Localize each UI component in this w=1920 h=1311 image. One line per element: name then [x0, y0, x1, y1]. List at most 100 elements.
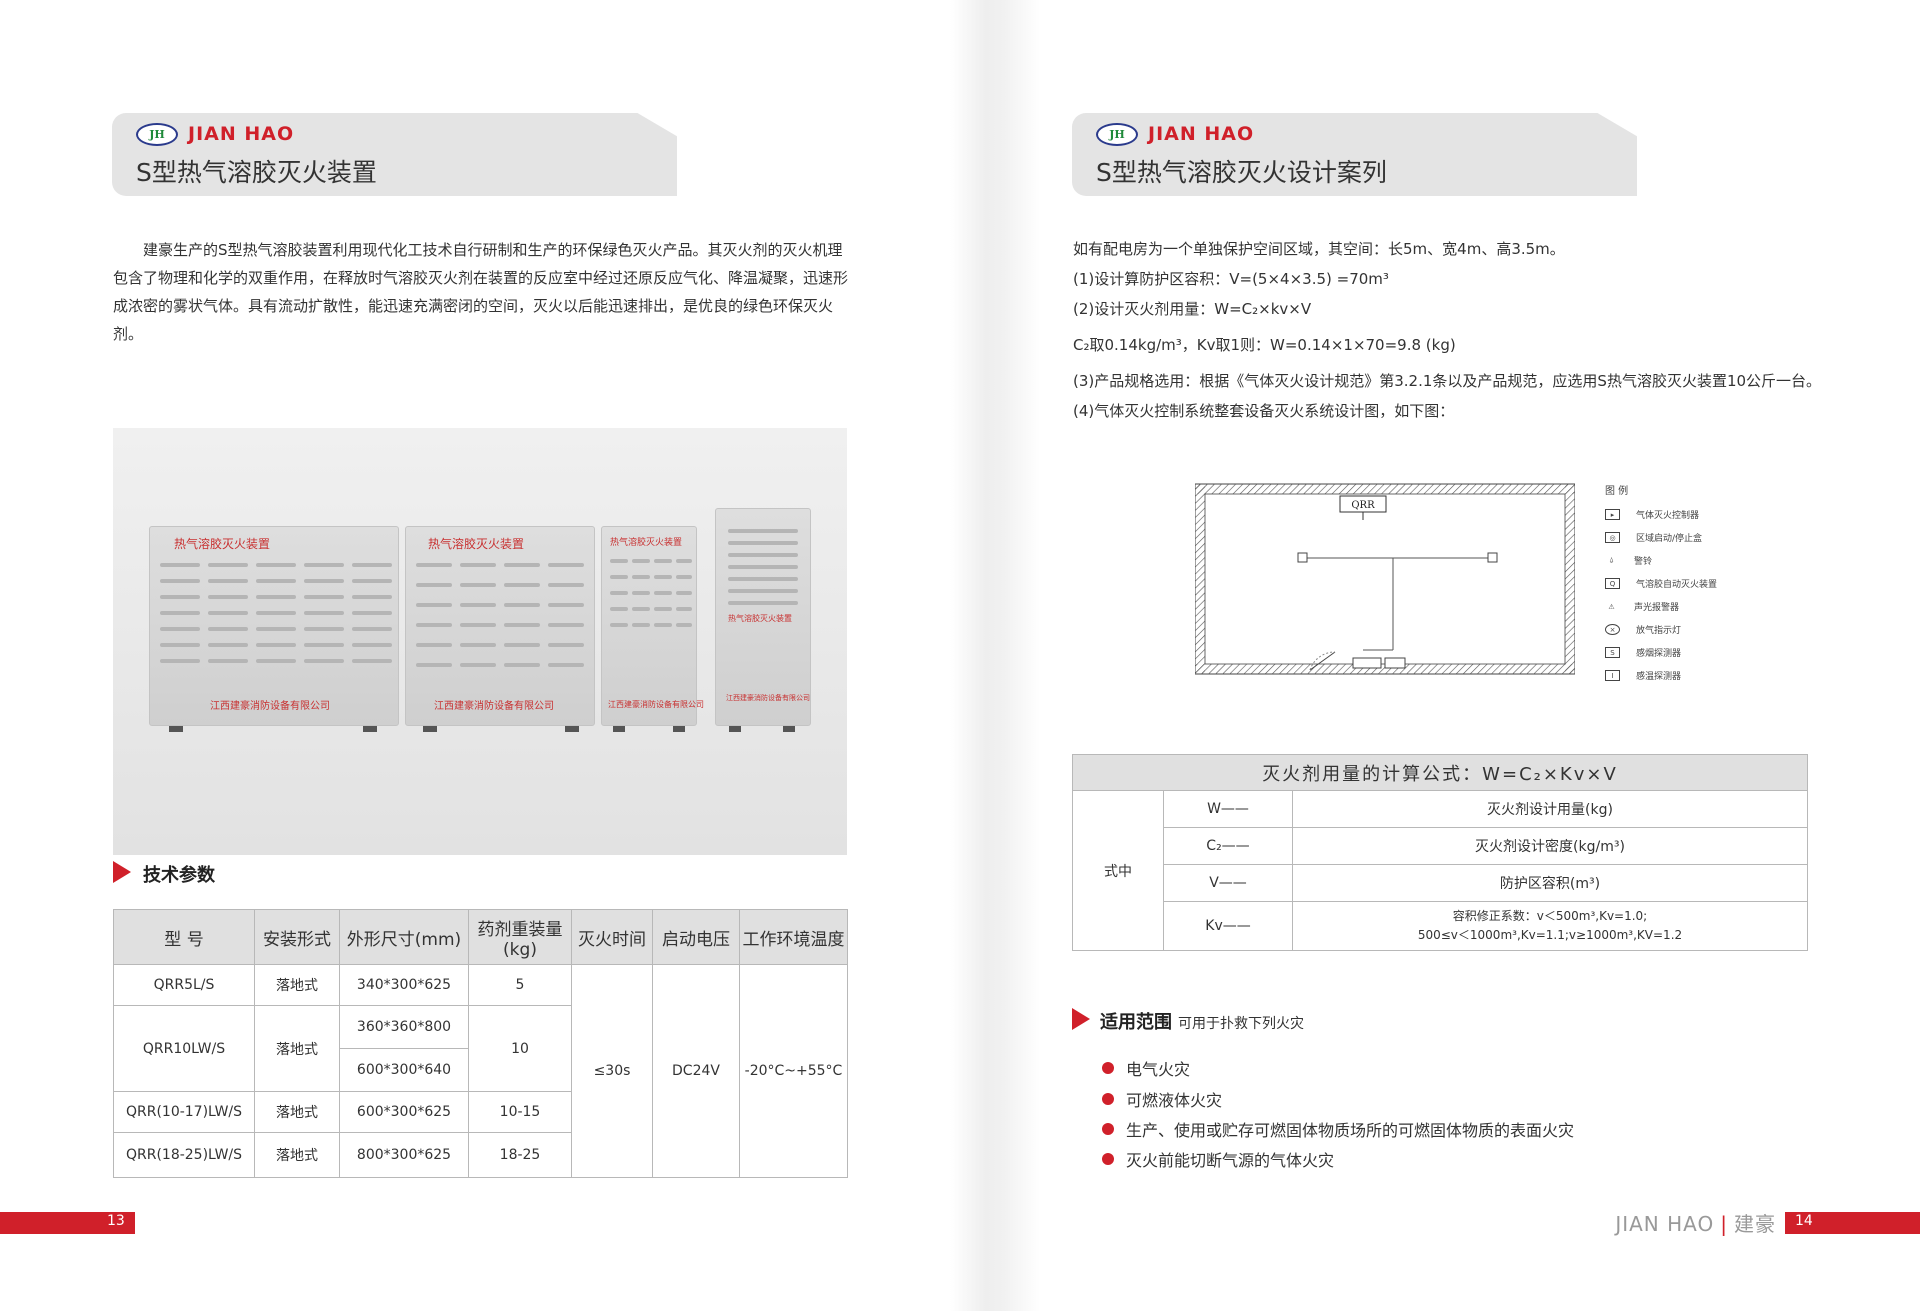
legend-item: ▸气体灭火控制器: [1605, 503, 1735, 526]
device-unit-large-2: 热气溶胶灭火装置 江西建豪消防设备有限公司: [405, 526, 595, 726]
indicator-lamp-icon: ×: [1605, 624, 1620, 635]
formula-symbol: C₂——: [1163, 827, 1293, 865]
cell-model: QRR10LW/S: [113, 1005, 255, 1092]
left-page-title: S型热气溶胶灭火装置: [136, 158, 377, 187]
table-row: 式中 W—— 灭火剂设计用量(kg): [1072, 790, 1808, 951]
cell-size: 600*300*640: [339, 1048, 469, 1092]
cell-weight: 5: [468, 964, 572, 1006]
page-number-right: 14: [1795, 1213, 1813, 1229]
cell-install: 落地式: [254, 1091, 340, 1133]
device-label: 热气溶胶灭火装置: [728, 614, 792, 623]
company-logo: JH: [1096, 123, 1138, 146]
col-header: 药剂重装量(kg): [468, 909, 572, 965]
case-line: (3)产品规格选用：根据《气体灭火设计规范》第3.2.1条以及产品规范，应选用S…: [1073, 372, 1822, 390]
left-header-tab: JH JIAN HAO S型热气溶胶灭火装置: [112, 113, 677, 196]
cell-weight: 18-25: [468, 1132, 572, 1178]
formula-table: 灭火剂用量的计算公式：W=C₂×Kv×V 式中 W—— 灭火剂设计用量(kg) …: [1072, 754, 1808, 951]
cell-voltage: DC24V: [652, 964, 740, 1178]
formula-symbol: W——: [1163, 790, 1293, 828]
device-label: 热气溶胶灭火装置: [428, 537, 525, 551]
device-company: 江西建豪消防设备有限公司: [210, 701, 330, 712]
device-label: 热气溶胶灭火装置: [610, 538, 683, 548]
formula-desc: 灭火剂设计用量(kg): [1292, 790, 1808, 828]
col-header: 启动电压: [652, 909, 740, 965]
formula-desc: 容积修正系数：v＜500m³,Kv=1.0; 500≤v＜1000m³,Kv=1…: [1292, 901, 1808, 951]
cell-size: 340*300*625: [339, 964, 469, 1006]
legend-title: 图 例: [1605, 486, 1629, 497]
list-item: 灭火前能切断气源的气体火灾: [1102, 1147, 1334, 1171]
table-row: C₂—— 灭火剂设计密度(kg/m³): [1073, 827, 1808, 865]
formula-title: 灭火剂用量的计算公式：W=C₂×Kv×V: [1072, 754, 1808, 791]
company-logo: JH: [136, 123, 178, 146]
cell-size: 800*300*625: [339, 1132, 469, 1178]
cell-model: QRR5L/S: [113, 964, 255, 1006]
product-intro: 建豪生产的S型热气溶胶装置利用现代化工技术自行研制和生产的环保绿色灭火产品。其灭…: [113, 241, 849, 343]
col-header: 外形尺寸(mm): [339, 909, 469, 965]
col-header: 灭火时间: [571, 909, 653, 965]
case-line: (1)设计算防护区容积：V=(5×4×3.5) =70m³: [1073, 270, 1389, 288]
device-unit-cabinet: 热气溶胶灭火装置 江西建豪消防设备有限公司: [715, 508, 811, 726]
device-company: 江西建豪消防设备有限公司: [434, 701, 554, 712]
cell-install: 落地式: [254, 1005, 340, 1092]
col-header: 型 号: [113, 909, 255, 965]
cell-temp: -20°C~+55°C: [739, 964, 848, 1178]
table-row: QRR(18-25)LW/S 落地式 800*300*625 18-25: [113, 1132, 848, 1178]
section-arrow-icon: [1072, 1008, 1090, 1030]
brand-name: JIAN HAO: [188, 123, 295, 145]
cell-size: 360*360*800: [339, 1005, 469, 1049]
legend-item: ⍙警铃: [1605, 549, 1735, 572]
table-row: V—— 防护区容积(m³): [1073, 864, 1808, 902]
case-line: C₂取0.14kg/m³，Kv取1则：W=0.14×1×70=9.8 (kg): [1073, 336, 1456, 354]
right-header-tab: JH JIAN HAO S型热气溶胶灭火设计案列: [1072, 113, 1637, 196]
system-diagram: QRR: [1195, 483, 1575, 675]
cell-size: 600*300*625: [339, 1091, 469, 1133]
device-qrr-label: QRR: [1351, 500, 1375, 511]
formula-desc: 灭火剂设计密度(kg/m³): [1292, 827, 1808, 865]
scope-section-title: 适用范围可用于扑救下列火灾: [1100, 1012, 1304, 1033]
col-header: 工作环境温度: [739, 909, 848, 965]
cell-weight: 10-15: [468, 1091, 572, 1133]
left-footer-bar: [0, 1212, 135, 1234]
device-label: 热气溶胶灭火装置: [174, 537, 271, 551]
device-company: 江西建豪消防设备有限公司: [608, 700, 704, 709]
controller-icon: ▸: [1605, 509, 1620, 520]
bullet-icon: [1102, 1153, 1114, 1165]
bullet-icon: [1102, 1093, 1114, 1105]
legend-item: ⚠声光报警器: [1605, 595, 1735, 618]
device-unit-medium: 热气溶胶灭火装置 江西建豪消防设备有限公司: [601, 526, 704, 726]
legend-item: ×放气指示灯: [1605, 618, 1735, 641]
cell-model: QRR(18-25)LW/S: [113, 1132, 255, 1178]
device-company: 江西建豪消防设备有限公司: [726, 694, 810, 702]
brand-name: JIAN HAO: [1148, 123, 1255, 145]
aerosol-device-icon: Q: [1605, 578, 1620, 589]
case-line: (2)设计灭火剂用量：W=C₂×kv×V: [1073, 300, 1312, 318]
spec-section-title: 技术参数: [143, 865, 215, 886]
cell-time: ≤30s: [571, 964, 653, 1178]
col-header: 安装形式: [254, 909, 340, 965]
table-row: QRR5L/S 落地式 340*300*625 5 ≤30s DC24V -20…: [113, 964, 848, 1178]
section-arrow-icon: [113, 861, 131, 883]
smoke-detector-icon: S: [1605, 647, 1620, 658]
formula-symbol: V——: [1163, 864, 1293, 902]
heat-detector-icon: I: [1605, 670, 1620, 681]
page-number-left: 13: [107, 1213, 125, 1229]
cell-install: 落地式: [254, 964, 340, 1006]
right-footer-bar: [1785, 1212, 1920, 1234]
list-item: 电气火灾: [1102, 1056, 1190, 1080]
device-unit-large-1: 热气溶胶灭火装置 江西建豪消防设备有限公司: [149, 526, 399, 726]
table-row: QRR(10-17)LW/S 落地式 600*300*625 10-15: [113, 1091, 848, 1133]
product-photo: 热气溶胶灭火装置 江西建豪消防设备有限公司 热气溶胶灭火装置 江西建豪消防设备有…: [113, 428, 847, 855]
legend-item: ◎区域启动/停止盒: [1605, 526, 1735, 549]
table-row: Kv—— 容积修正系数：v＜500m³,Kv=1.0; 500≤v＜1000m³…: [1073, 901, 1808, 951]
list-item: 生产、使用或贮存可燃固体物质场所的可燃固体物质的表面火灾: [1102, 1117, 1574, 1141]
cell-weight: 10: [468, 1005, 572, 1092]
formula-desc: 防护区容积(m³): [1292, 864, 1808, 902]
cell-install: 落地式: [254, 1132, 340, 1178]
spec-table: 型 号 安装形式 外形尺寸(mm) 药剂重装量(kg) 灭火时间 启动电压 工作…: [113, 909, 848, 1178]
alarm-icon: ⚠: [1608, 602, 1615, 611]
formula-symbol: Kv——: [1163, 901, 1293, 951]
